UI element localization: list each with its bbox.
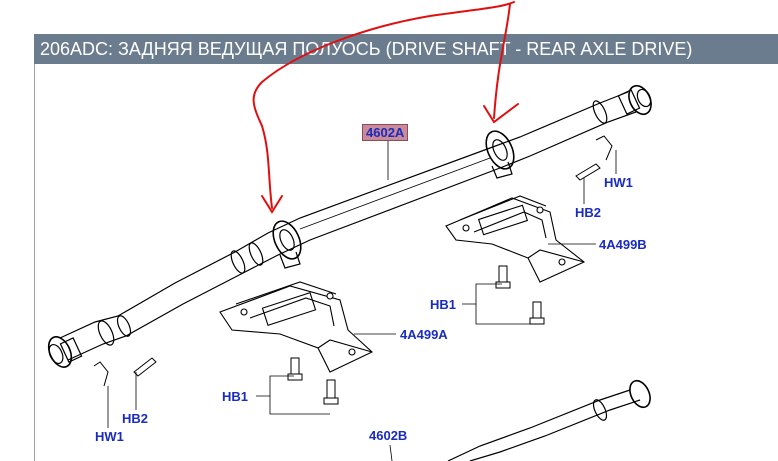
label-hb1-left: HB1 — [222, 389, 249, 404]
label-4602a: 4602A — [362, 124, 409, 141]
bracket-right — [445, 195, 586, 283]
label-hw1-left: HW1 — [95, 429, 124, 444]
red-annotation-arrows — [252, 1, 519, 214]
label-hb1-right: HB1 — [430, 297, 457, 312]
label-hb2-left: HB2 — [122, 411, 149, 426]
frame-left-border — [34, 64, 35, 461]
drive-shaft-lower — [447, 379, 651, 461]
label-4a499b: 4A499B — [599, 237, 647, 252]
page-title: 206ADC: ЗАДНЯЯ ВЕДУЩАЯ ПОЛУОСЬ (DRIVE SH… — [34, 34, 778, 64]
parts-hb2-hw1-right — [575, 135, 613, 181]
label-hw1-right: HW1 — [604, 175, 633, 190]
parts-hb2-hw1-left — [93, 357, 157, 387]
label-hb2-right: HB2 — [575, 205, 602, 220]
label-4a499a: 4A499A — [400, 327, 448, 342]
bolts-hb1-right — [495, 265, 545, 325]
drive-shaft-main — [47, 84, 652, 368]
leader-lines — [107, 140, 617, 461]
bracket-left — [219, 281, 373, 373]
label-4602b: 4602B — [369, 428, 408, 443]
bolts-hb1-left — [287, 357, 339, 405]
